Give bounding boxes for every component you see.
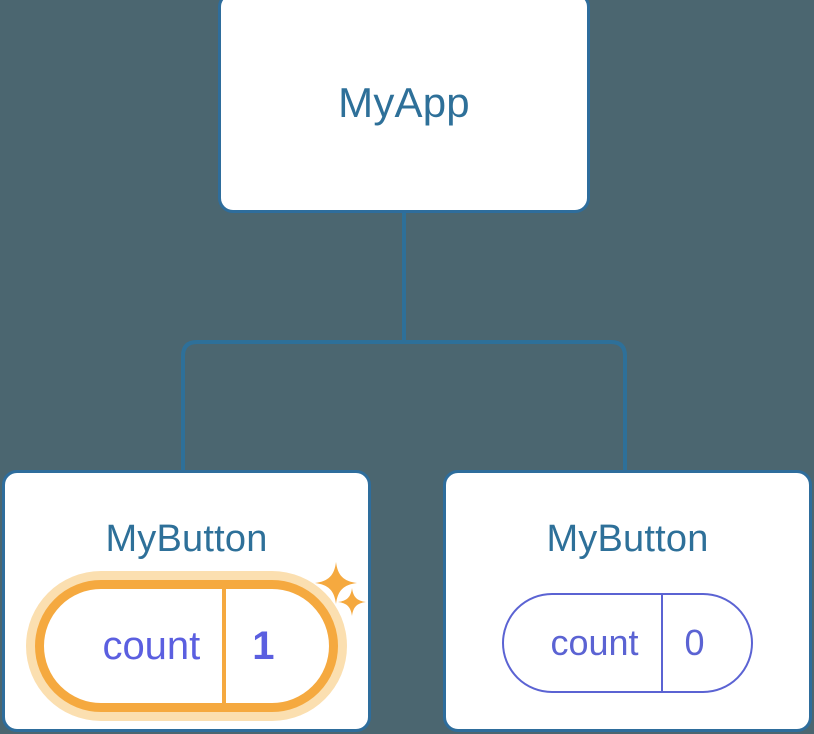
connector-branch-right <box>404 340 627 472</box>
state-value: 1 <box>222 589 328 703</box>
state-key: count <box>550 622 639 663</box>
node-myapp[interactable]: MyApp <box>218 0 590 213</box>
node-title: MyApp <box>338 79 470 126</box>
node-title: MyButton <box>546 518 709 560</box>
node-mybutton-0[interactable]: MyButton count 1 <box>2 470 371 732</box>
state-pill[interactable]: count 0 <box>502 593 753 693</box>
state-value: 0 <box>660 595 751 691</box>
state-key: count <box>102 624 201 668</box>
connector-branch-left <box>181 340 404 472</box>
node-mybutton-1[interactable]: MyButton count 0 <box>443 470 812 732</box>
state-pill-highlighted[interactable]: count 1 <box>35 580 338 712</box>
node-title: MyButton <box>105 518 268 560</box>
